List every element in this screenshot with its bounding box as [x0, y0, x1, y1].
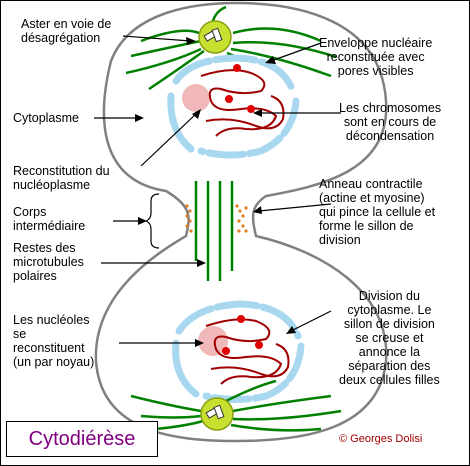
bottom-aster-fibers — [130, 379, 342, 432]
label-nucleoplasme: Reconstitution du nucléoplasme — [13, 164, 110, 192]
label-restes: Restes des microtubules polaires — [13, 241, 84, 283]
label-division: Division du cytoplasme. Le sillon de div… — [339, 289, 440, 387]
midbody-microtubules — [194, 181, 234, 281]
bottom-centrosome — [200, 397, 234, 431]
title-box: Cytodiérèse — [6, 421, 158, 457]
leader-arrowheads — [135, 37, 296, 347]
contractile-ring — [185, 204, 248, 233]
label-corps: Corps intermédiaire — [13, 205, 86, 233]
bottom-nucleus — [171, 300, 305, 403]
label-cytoplasme: Cytoplasme — [13, 111, 79, 125]
top-nucleus — [166, 54, 300, 159]
label-chromosomes: Les chromosomes sont en cours de déconde… — [339, 101, 442, 143]
top-centrosome — [198, 20, 232, 54]
label-nucleoles: Les nucléoles se reconstituent (un par n… — [13, 313, 95, 369]
diagram-title: Cytodiérèse — [28, 427, 136, 450]
leader-lines — [94, 35, 341, 344]
credit-text: © Georges Dolisi — [339, 433, 423, 445]
label-aster: Aster en voie de désagrégation — [21, 17, 112, 45]
corps-brace — [144, 193, 160, 249]
label-enveloppe: Enveloppe nucléaire reconstituée avec po… — [319, 36, 433, 78]
label-anneau: Anneau contractile (actine et myosine) q… — [319, 177, 436, 247]
